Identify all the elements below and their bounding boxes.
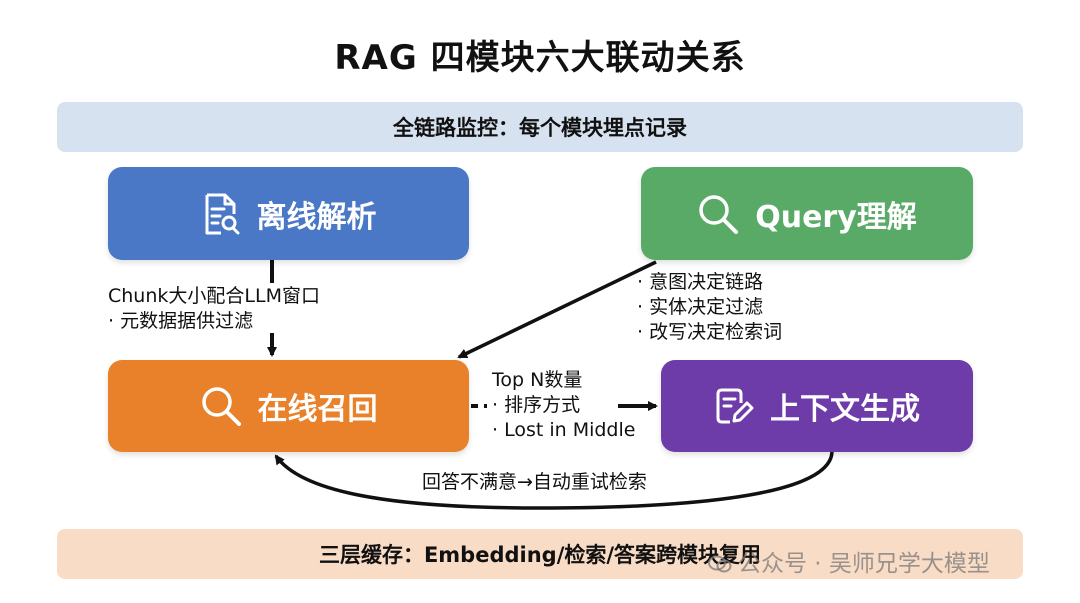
retry-loop-note: 回答不满意→自动重试检索	[422, 471, 647, 493]
offline-to-recall-notes: Chunk大小配合LLM窗口 · 元数据据供过滤	[108, 284, 320, 334]
edit-document-icon	[716, 388, 754, 424]
context-generation-module: 上下文生成	[661, 360, 973, 452]
note-line: Top N数量	[492, 369, 583, 391]
offline-parsing-label: 离线解析	[256, 199, 377, 235]
context-generation-label: 上下文生成	[770, 392, 920, 427]
offline-parsing-module: 离线解析	[108, 167, 469, 260]
search-icon	[699, 194, 739, 234]
arrow-query-to-recall	[457, 260, 657, 359]
note-line: · 排序方式	[492, 394, 581, 416]
query-understanding-module: Query理解	[641, 167, 973, 260]
watermark: 公众号 · 吴师兄学大模型	[708, 544, 990, 578]
arrow-generation-to-recall	[274, 451, 834, 510]
note-line: · 实体决定过滤	[637, 296, 764, 318]
note-line: Chunk大小配合LLM窗口	[108, 285, 320, 307]
note-line: · 改写决定检索词	[637, 321, 783, 343]
note-line: · Lost in Middle	[492, 419, 636, 441]
wechat-icon	[708, 555, 732, 573]
watermark-text: 公众号 · 吴师兄学大模型	[738, 551, 990, 577]
monitoring-band-label: 全链路监控：每个模块埋点记录	[393, 116, 687, 140]
query-understanding-label: Query理解	[755, 199, 917, 235]
note-line: · 意图决定链路	[637, 271, 764, 293]
cache-band: 三层缓存：Embedding/检索/答案跨模块复用	[57, 529, 1023, 579]
note-line: · 元数据据供过滤	[108, 310, 254, 332]
document-search-icon	[205, 193, 239, 234]
monitoring-band: 全链路监控：每个模块埋点记录	[57, 102, 1023, 152]
diagram-title: RAG 四模块六大联动关系	[334, 38, 746, 78]
cache-band-label: 三层缓存：Embedding/检索/答案跨模块复用	[318, 543, 762, 567]
recall-to-generation-notes: Top N数量 · 排序方式 · Lost in Middle	[492, 368, 635, 443]
online-recall-label: 在线召回	[257, 392, 378, 427]
search-icon	[201, 387, 241, 426]
online-recall-module: 在线召回	[108, 360, 469, 452]
query-to-recall-notes: · 意图决定链路 · 实体决定过滤 · 改写决定检索词	[637, 270, 782, 345]
